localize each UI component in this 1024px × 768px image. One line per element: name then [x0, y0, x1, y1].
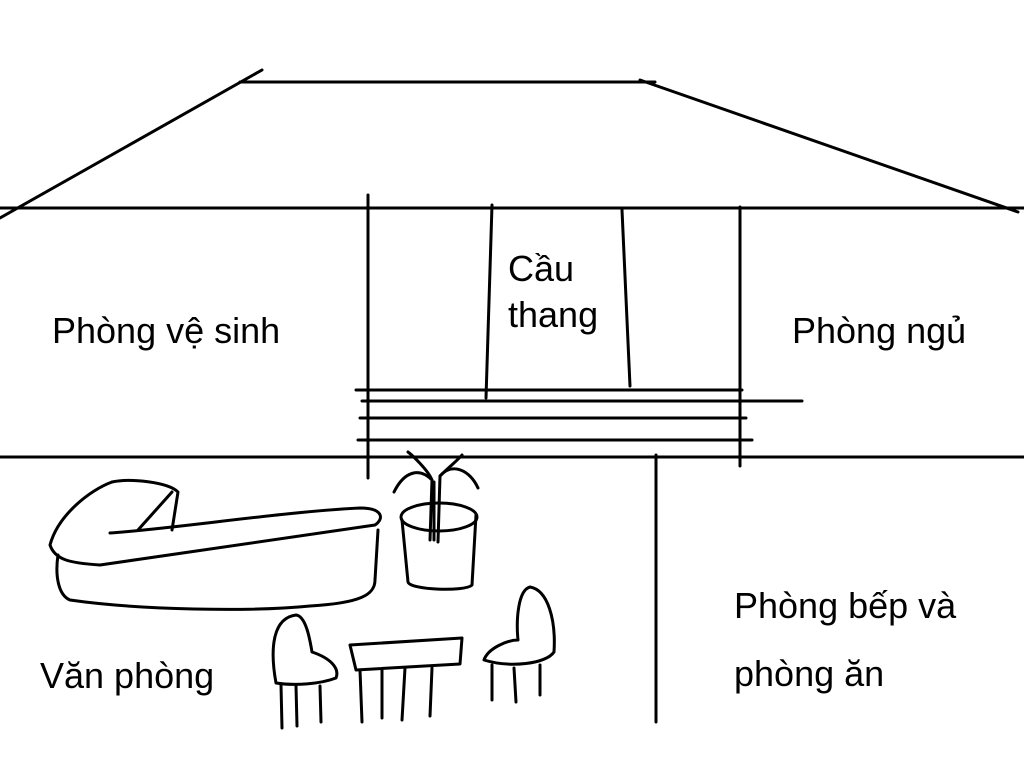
- kitchen-label: Phòng bếp và phòng ăn: [734, 572, 956, 708]
- stair-rail-right: [620, 208, 632, 388]
- office-label: Văn phòng: [40, 655, 215, 696]
- stair-rail-left: [484, 203, 494, 400]
- table: [348, 636, 464, 724]
- stairs-label-line1: Cầu: [508, 248, 575, 289]
- chair-left: [271, 613, 339, 730]
- reception-desk: [48, 478, 382, 611]
- kitchen-label-line2: phòng ăn: [734, 653, 885, 694]
- kitchen-label-line1: Phòng bếp và: [734, 585, 957, 626]
- stair-steps: [354, 388, 804, 442]
- roof: [0, 68, 1020, 220]
- stairs-label-line2: thang: [508, 294, 599, 335]
- bathroom-label: Phòng vệ sinh: [52, 310, 281, 351]
- stairs-label: Cầu thang: [508, 246, 598, 338]
- potted-plant: [392, 450, 480, 591]
- bedroom-label: Phòng ngủ: [792, 310, 967, 351]
- chair-right: [482, 585, 556, 704]
